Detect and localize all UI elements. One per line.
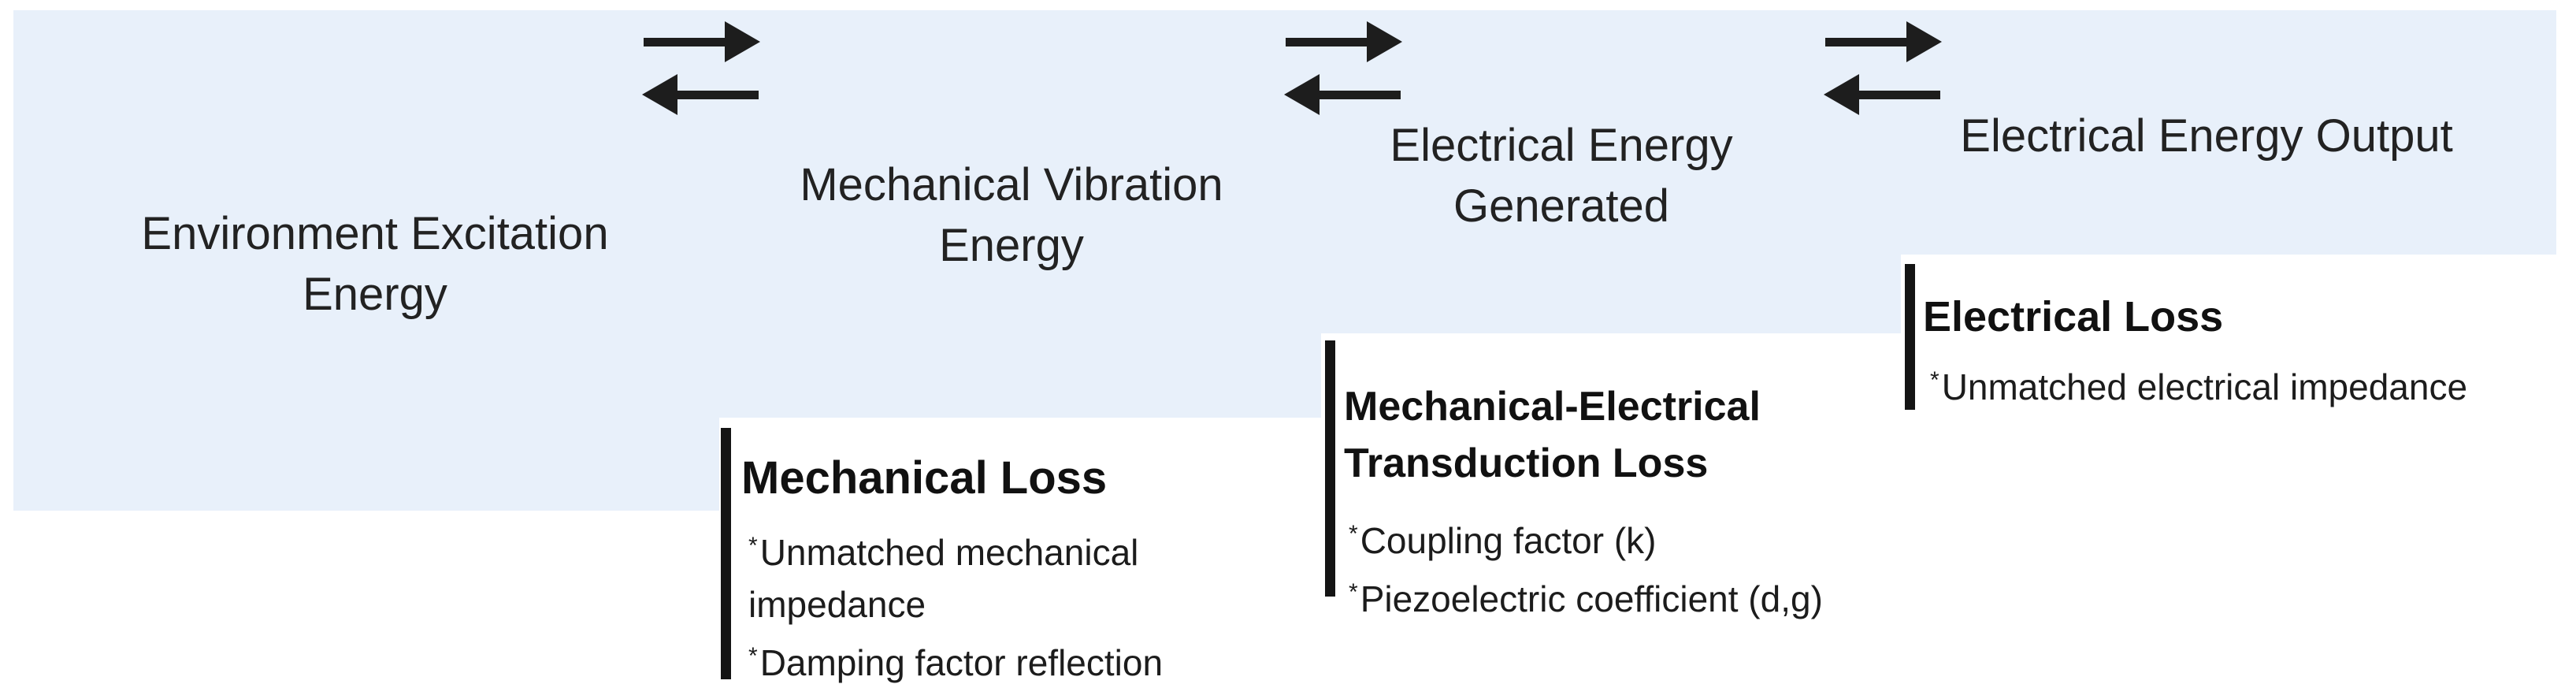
asterisk-marker: *	[1349, 521, 1358, 547]
loss-bullet-continuation: impedance	[748, 578, 1163, 630]
loss-bullet: *Unmatched mechanical	[748, 520, 1163, 578]
stage-label-line: Electrical Energy Output	[1960, 110, 2453, 162]
stage-label-line: Generated	[1453, 180, 1670, 232]
stage-label-electrical-energy-output: Electrical Energy Output	[1891, 106, 2522, 166]
stage-label-mechanical-vibration-energy: Mechanical Vibration Energy	[696, 154, 1327, 276]
loss-bullet: *Piezoelectric coefficient (d,g)	[1349, 567, 1823, 625]
right-arrow-icon	[1824, 21, 1942, 62]
loss-title-line: Mechanical-Electrical	[1344, 384, 1761, 429]
arrow-head	[1284, 74, 1320, 115]
transduction-loss-bullets: *Coupling factor (k) *Piezoelectric coef…	[1349, 508, 1823, 625]
electrical-loss-title: Electrical Loss	[1923, 290, 2223, 344]
stage-label-line: Mechanical Vibration	[800, 159, 1223, 210]
arrow-pair-mechanical-to-electrical	[1284, 21, 1402, 115]
arrow-pair-generated-to-output	[1824, 21, 1942, 115]
asterisk-marker: *	[1930, 367, 1939, 393]
asterisk-marker: *	[748, 643, 758, 669]
asterisk-marker: *	[1349, 579, 1358, 605]
loss-title-line: Transduction Loss	[1344, 441, 1709, 486]
arrow-shaft	[644, 38, 727, 46]
stage-panel-environment-excitation	[13, 10, 719, 511]
electrical-loss-accent-bar	[1905, 264, 1915, 410]
arrow-head	[725, 21, 760, 62]
loss-bullet-text: Damping factor reflection	[759, 642, 1164, 683]
loss-bullet-text: Unmatched mechanical	[759, 532, 1139, 573]
loss-bullet: *Damping factor reflection	[748, 630, 1163, 689]
mechanical-loss-title: Mechanical Loss	[741, 451, 1107, 506]
loss-bullet: *Unmatched electrical impedance	[1930, 356, 2467, 411]
stage-label-line: Electrical Energy	[1390, 120, 1733, 171]
arrow-head	[1906, 21, 1942, 62]
transduction-loss-title: Mechanical-Electrical Transduction Loss	[1344, 378, 1761, 492]
right-arrow-icon	[1284, 21, 1402, 62]
loss-bullet-text: Coupling factor (k)	[1360, 520, 1657, 561]
arrow-shaft	[1825, 38, 1909, 46]
arrow-head	[1367, 21, 1402, 62]
left-arrow-icon	[642, 74, 760, 115]
left-arrow-icon	[1284, 74, 1402, 115]
right-arrow-icon	[642, 21, 760, 62]
arrow-shaft	[675, 91, 759, 99]
loss-title-line: Mechanical Loss	[741, 452, 1108, 504]
stage-label-electrical-energy-generated: Electrical Energy Generated	[1246, 115, 1876, 236]
mechanical-loss-accent-bar	[721, 428, 731, 679]
electrical-loss-bullets: *Unmatched electrical impedance	[1930, 356, 2467, 411]
arrow-shaft	[1286, 38, 1369, 46]
stage-panel-mechanical-vibration	[695, 10, 1321, 418]
arrow-head	[642, 74, 677, 115]
loss-bullet-text: Piezoelectric coefficient (d,g)	[1360, 578, 1823, 619]
loss-bullet-text: Unmatched electrical impedance	[1941, 366, 2468, 407]
loss-title-line: Electrical Loss	[1923, 293, 2224, 340]
arrow-pair-environment-to-mechanical	[642, 21, 760, 115]
loss-bullet-text: impedance	[748, 584, 926, 625]
stage-label-line: Energy	[939, 220, 1084, 271]
arrow-shaft	[1857, 91, 1940, 99]
arrow-head	[1824, 74, 1859, 115]
stage-panel-electrical-output	[1876, 10, 2556, 255]
stage-label-environment-excitation-energy: Environment Excitation Energy	[60, 203, 690, 325]
transduction-loss-accent-bar	[1325, 340, 1335, 597]
left-arrow-icon	[1824, 74, 1942, 115]
mechanical-loss-bullets: *Unmatched mechanical impedance *Damping…	[748, 520, 1163, 689]
stage-label-line: Energy	[303, 269, 447, 320]
asterisk-marker: *	[748, 533, 758, 559]
stage-label-line: Environment Excitation	[141, 208, 609, 259]
loss-bullet: *Coupling factor (k)	[1349, 508, 1823, 567]
arrow-shaft	[1317, 91, 1401, 99]
stage-panel-electrical-generated	[1297, 10, 1901, 333]
